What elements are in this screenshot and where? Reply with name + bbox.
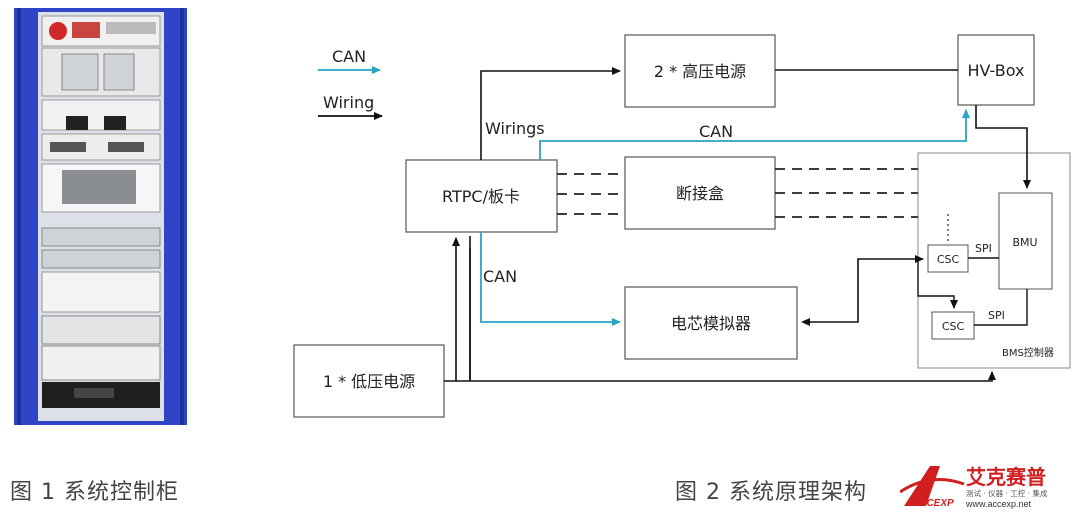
hv-box: [957, 34, 1035, 106]
lv-power-supply-label: 1 * 低压电源: [323, 372, 415, 391]
cell-simulator-label: 电芯模拟器: [671, 314, 751, 333]
spi-bottom-edge-label: SPI: [988, 309, 1005, 322]
wiring-csc-top-to-csc-bottom: [917, 259, 958, 309]
wiring-cell-sim-to-csc: [801, 255, 924, 326]
hv-power-supply-label: 2 * 高压电源: [654, 62, 746, 81]
bms-controller-label: BMS控制器: [1002, 346, 1054, 359]
figure-1-caption: 图 1 系统控制柜: [10, 480, 179, 505]
can-rtpc-to-hv-box: [539, 109, 970, 160]
logo-url-text: www.accexp.net: [965, 499, 1032, 509]
spi-csc-bottom-to-bmu: [974, 289, 1028, 326]
rtpc-board-label: RTPC/板卡: [442, 187, 520, 206]
wiring-hv-box-to-bmu: [975, 105, 1031, 189]
csc-bottom-box: [931, 311, 975, 340]
figure-2-caption: 图 2 系统原理架构: [675, 480, 867, 505]
logo-mark-text: ACCEXP: [911, 498, 954, 509]
can-rtpc-to-cell-simulator: [480, 232, 621, 326]
cell-simulator-box: [624, 286, 798, 360]
spi-top-edge-label: SPI: [975, 242, 992, 255]
breakout-box-label: 断接盒: [676, 184, 724, 203]
bmu-box: [998, 192, 1053, 290]
hv-power-supply-box: [624, 34, 776, 108]
harness-dashed-lines: [557, 168, 918, 218]
legend-can-label: CAN: [332, 47, 366, 66]
csc-bottom-label: CSC: [942, 320, 965, 333]
logo-brand-text: 艾克赛普: [966, 465, 1046, 489]
can-top-edge-label: CAN: [699, 122, 733, 141]
accexp-logo: ACCEXP 艾克赛普 测试 · 仪器 · 工控 · 集成 www.accexp…: [900, 465, 1048, 509]
hv-box-label: HV-Box: [968, 61, 1025, 80]
control-cabinet-image: [14, 8, 187, 425]
legend-wiring-label: Wiring: [323, 93, 374, 112]
can-left-edge-label: CAN: [483, 267, 517, 286]
legend: CAN Wiring: [318, 47, 383, 120]
wiring-lv-power-to-rtpc: [444, 237, 460, 382]
lv-power-supply-box: [293, 344, 445, 418]
wirings-edge-label: Wirings: [485, 119, 545, 138]
logo-subtitle-text: 测试 · 仪器 · 工控 · 集成: [966, 488, 1048, 498]
csc-top-label: CSC: [937, 253, 960, 266]
wiring-rtpc-to-hv-power: [480, 67, 621, 160]
breakout-box: [624, 156, 776, 230]
bmu-label: BMU: [1012, 236, 1037, 249]
